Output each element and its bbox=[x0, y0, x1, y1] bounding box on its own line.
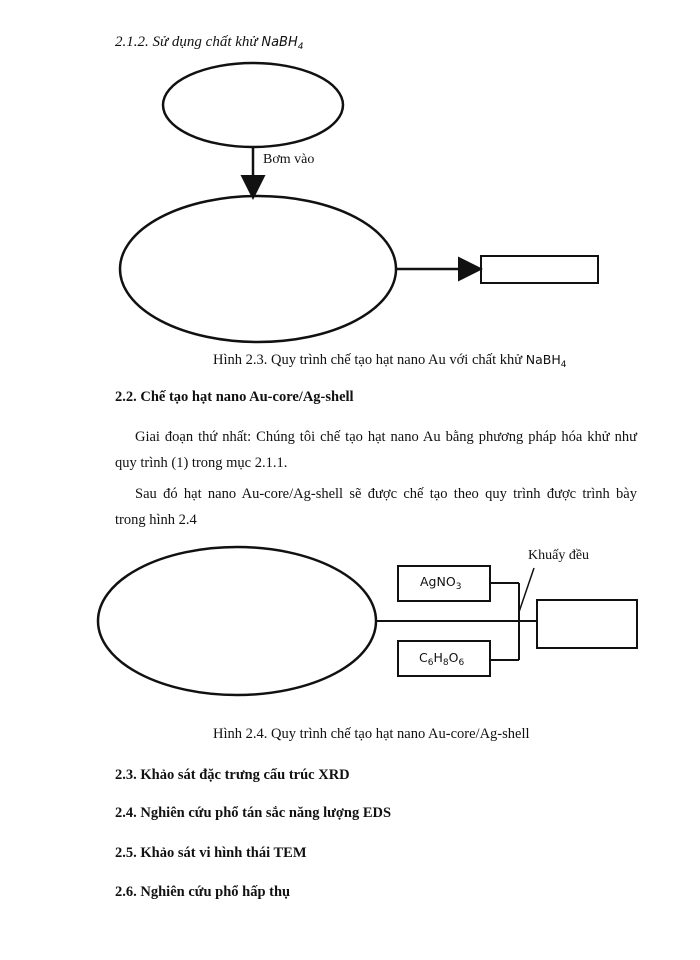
figure-2-4-c6h8o6-box bbox=[397, 640, 491, 677]
figure-2-4-caption: Hình 2.4. Quy trình chế tạo hạt nano Au-… bbox=[213, 726, 530, 742]
section-2-3-heading: 2.3. Khảo sát đặc trưng cấu trúc XRD bbox=[115, 767, 350, 783]
para2-line1: Sau đó hạt nano Au-core/Ag-shell sẽ được… bbox=[135, 486, 637, 502]
figure-2-3-arrow-label: Bơm vào bbox=[263, 152, 315, 167]
figure-2-4-agno3-label: AgNO3 bbox=[420, 574, 462, 592]
figure-2-4-stir-line bbox=[518, 567, 535, 613]
figure-2-4-c6h8o6-label: C6H8O6 bbox=[419, 650, 465, 668]
figure-2-4-stir-label: Khuấy đều bbox=[528, 548, 590, 563]
section-title-text: 2.1.2. Sử dụng chất khử bbox=[115, 34, 262, 50]
para2-line2: trong hình 2.4 bbox=[115, 512, 197, 528]
section-2-5-heading: 2.5. Khảo sát vi hình thái TEM bbox=[115, 845, 307, 861]
figure-2-3-result-box bbox=[480, 255, 599, 284]
section-title-chem: NaBH4 bbox=[261, 35, 304, 52]
section-2-1-2-title: 2.1.2. Sử dụng chất khử NaBH4 bbox=[115, 34, 303, 52]
figure-2-3-caption-chem: NaBH4 bbox=[525, 352, 567, 370]
figure-2-3-caption: Hình 2.3. Quy trình chế tạo hạt nano Au … bbox=[213, 352, 566, 370]
figure-2-3-main-ellipse bbox=[118, 194, 398, 344]
section-2-4-heading: 2.4. Nghiên cứu phổ tán sắc năng lượng E… bbox=[115, 805, 392, 821]
section-2-6-heading: 2.6. Nghiên cứu phổ hấp thụ bbox=[115, 884, 291, 900]
section-2-2-paragraph-1: Giai đoạn thứ nhất: Chúng tôi chế tạo hạ… bbox=[115, 424, 637, 476]
figure-2-3-top-ellipse bbox=[161, 61, 345, 149]
figure-2-4-result-box bbox=[536, 599, 638, 649]
figure-2-3-caption-text: Hình 2.3. Quy trình chế tạo hạt nano Au … bbox=[213, 352, 526, 368]
para1-line2: quy trình (1) trong mục 2.1.1. bbox=[115, 455, 288, 471]
section-2-2-heading: 2.2. Chế tạo hạt nano Au-core/Ag-shell bbox=[115, 389, 354, 405]
para1-line1: Giai đoạn thứ nhất: Chúng tôi chế tạo hạ… bbox=[135, 429, 637, 445]
section-2-2-paragraph-2: Sau đó hạt nano Au-core/Ag-shell sẽ được… bbox=[115, 481, 637, 533]
figure-2-4-ellipse bbox=[96, 545, 378, 697]
